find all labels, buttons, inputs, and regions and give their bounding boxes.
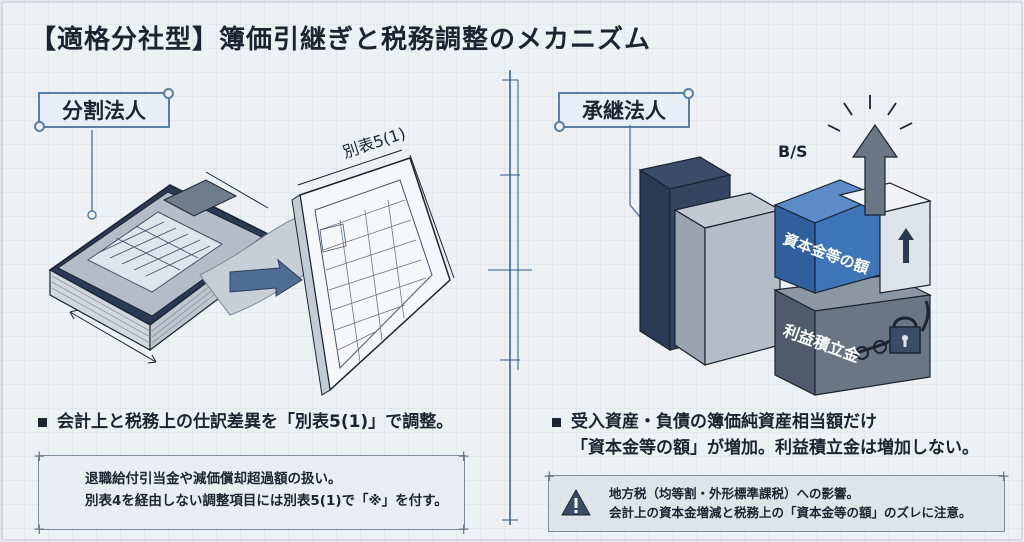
note-line-1: 退職給付引当金や減価償却超過額の扱い。 (85, 471, 342, 487)
up-arrow-icon (898, 228, 914, 263)
bullet-square (38, 417, 47, 427)
left-bullet: 会計上と税務上の仕訳差異を「別表5(1)」で調整。 (38, 410, 453, 435)
balance-sheet-blocks-illustration: B/S 資本金等の額 利益積立金 (629, 95, 932, 396)
right-bullet: 受入資産・負債の簿価純資産相当額だけ (552, 410, 877, 435)
title-text: 【適格分社型】簿価引継ぎと税務調整のメカニズム (30, 24, 652, 55)
right-bullet-line2: 「資本金等の額」が増加。利益積立金は増加しない。 (571, 438, 979, 458)
flow-arrow-icon (229, 258, 303, 297)
liability-block-icon (673, 192, 782, 367)
form-betsuhyo-5-1-icon (291, 157, 451, 396)
growth-arrow-icon (827, 95, 913, 216)
corner-mark: + (457, 520, 470, 538)
corner-mark: + (33, 520, 46, 538)
tag-label: 承継法人 (582, 99, 666, 123)
corner-mark: + (33, 447, 46, 465)
corner-mark: + (457, 447, 470, 465)
corner-mark: + (997, 467, 1010, 485)
note-box: + + + + 退職給付引当金や減価償却超過額の扱い。 別表4を経由しない調整項… (33, 449, 470, 537)
tag-corner-dot (163, 88, 174, 99)
tag-label: 分割法人 (62, 99, 146, 123)
corner-mark: + (543, 467, 556, 485)
padlock-icon (849, 300, 930, 360)
form-label: 別表5(1) (340, 124, 408, 162)
bullet-square (552, 417, 561, 427)
ledger-book-icon (48, 179, 272, 352)
warning-line-2: 会計上の資本金増減と税務上の「資本金等の額」のズレに注意。 (609, 505, 972, 520)
warning-line-1: 地方税（均等割・外形標準課税）への影響。 (609, 486, 860, 501)
warning-box: + + 地方税（均等割・外形標準課税）への影響。 会計上の資本金増減と税務上の「… (543, 469, 1010, 532)
right-bullet-continuation: 「資本金等の額」が増加。利益積立金は増加しない。 (571, 436, 979, 461)
warning-icon (561, 488, 591, 516)
note-line-2: 別表4を経由しない調整項目には別表5(1)で「※」を付す。 (85, 493, 448, 509)
tag-splitting-corporation: 分割法人 (34, 88, 174, 132)
tag-corner-dot (554, 121, 565, 132)
bs-label: B/S (778, 142, 808, 161)
callout-dot (87, 210, 97, 220)
capital-block (773, 179, 882, 294)
page-title: 【適格分社型】簿価引継ぎと税務調整のメカニズム (0, 12, 650, 62)
ledger-to-form-illustration: 別表5(1) (48, 124, 455, 396)
tag-corner-dot (34, 121, 45, 132)
right-bullet-line1: 受入資産・負債の簿価純資産相当額だけ (571, 412, 877, 432)
tag-successor-corporation: 承継法人 (554, 88, 694, 132)
center-divider (488, 70, 532, 525)
left-bullet-text: 会計上と税務上の仕訳差異を「別表5(1)」で調整。 (57, 412, 454, 432)
tag-corner-dot (683, 88, 694, 99)
